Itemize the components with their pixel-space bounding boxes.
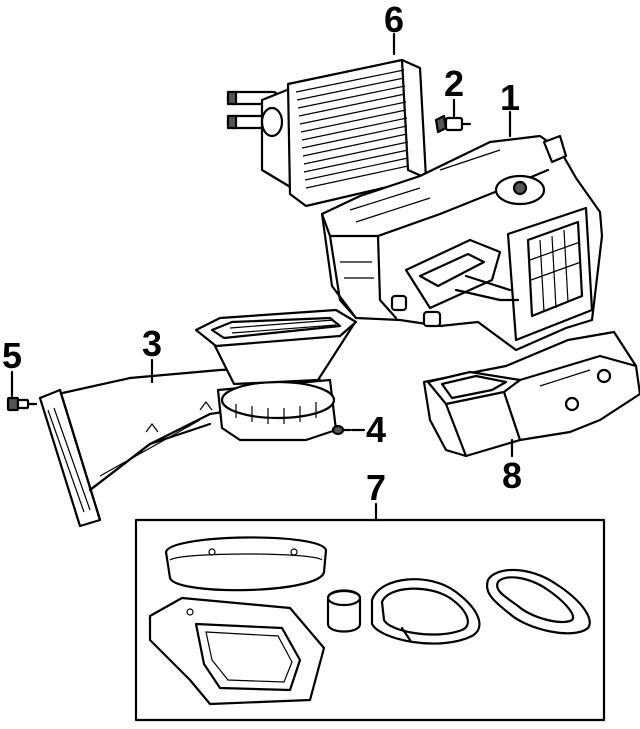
seal-kit [134,518,606,722]
callout-3: 3 [142,323,163,364]
recirculation-duct [422,330,640,458]
callout-5: 5 [2,335,23,376]
seal-kit-box [134,518,606,722]
callout-4: 4 [366,409,387,450]
callout-8: 8 [502,455,523,496]
screw-part-2 [434,114,472,134]
callout-6: 6 [384,0,405,40]
callout-2: 2 [444,63,465,104]
oval-seal [164,536,328,592]
callout-1: 1 [500,77,521,118]
air-duct [38,308,358,528]
clip-part-4 [331,424,352,436]
bolt-part-5 [6,396,38,412]
leader-lines [10,32,514,522]
callout-7: 7 [366,467,387,508]
heater-core [226,58,428,208]
heater-housing [320,134,604,352]
